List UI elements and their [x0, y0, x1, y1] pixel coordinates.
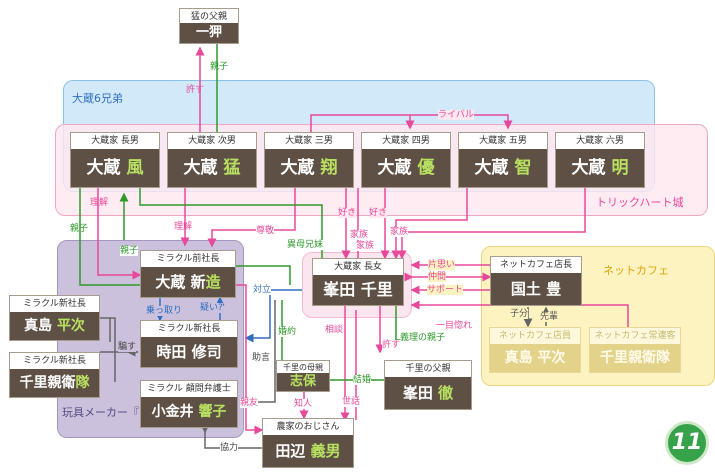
label-shinyu: 親友 — [240, 398, 259, 408]
label-kyoryoku: 協力 — [220, 443, 239, 453]
node-chisato-netcafe[interactable]: ネットカフェ常連客 千里親衛隊 — [589, 327, 681, 373]
label-chijin: 知人 — [294, 399, 313, 409]
label-kazoku1: 家族 — [350, 230, 369, 240]
label-kazoku2: 家族 — [356, 241, 375, 251]
label-sonkei: 尊敬 — [256, 226, 275, 236]
node-ipyo[interactable]: 猛の父親 一狎 — [179, 8, 239, 44]
edge-kazoku2 — [391, 188, 468, 260]
label-rikai1: 理解 — [90, 198, 109, 208]
label-ibo: 異母兄妹 — [287, 240, 324, 250]
label-kazoku3: 家族 — [390, 227, 409, 237]
label-hitome: 一目惚れ — [436, 321, 473, 331]
edge-kazoku3 — [397, 188, 586, 260]
edge-sonkei — [207, 188, 296, 248]
node-yutaka[interactable]: ネットカフェ店長 国土 豊 — [490, 256, 582, 306]
page-badge: 11 — [665, 421, 709, 465]
node-shinzo[interactable]: ミラクル前社長 大蔵 新造 — [140, 250, 236, 298]
label-kataomoi: 片思い — [428, 260, 456, 270]
label-sewa: 世話 — [342, 397, 361, 407]
label-jogen: 助言 — [252, 353, 271, 363]
label-senpai: 先輩 — [540, 312, 559, 322]
label-oyako1: 親子 — [210, 62, 229, 72]
node-chisato[interactable]: 大蔵家 長女 峯田 千里 — [312, 258, 404, 306]
node-fu[interactable]: 大蔵家 長男 大蔵 風 — [70, 132, 160, 188]
node-akira[interactable]: 大蔵家 六男 大蔵 明 — [555, 132, 645, 188]
edge-oyako2 — [79, 188, 140, 286]
node-tokita[interactable]: ミラクル新社長 時田 修司 — [140, 320, 238, 368]
node-satoshi[interactable]: 大蔵家 五男 大蔵 智 — [458, 132, 548, 188]
edge-shinyu — [236, 284, 264, 435]
edge-rikai1 — [97, 188, 142, 280]
label-support: サポート — [427, 285, 464, 295]
edge-hitome — [410, 300, 629, 327]
label-rival: ライバル — [438, 110, 474, 120]
node-shiho[interactable]: 千里の母親 志保 — [276, 360, 330, 392]
brothers-label: 大蔵6兄弟 — [72, 92, 123, 105]
label-noritori: 乗っ取り — [146, 306, 183, 316]
label-yurusu: 許す — [186, 85, 205, 95]
node-tanabe[interactable]: 農家のおじさん 田辺 義男 — [262, 418, 354, 468]
label-tairitsu: 対立 — [253, 285, 272, 295]
label-suki2: 好き — [369, 208, 388, 218]
label-utagai: 疑い? — [200, 303, 223, 313]
label-giri: 義理の親子 — [400, 333, 446, 343]
label-rikai2: 理解 — [174, 222, 193, 232]
node-heiji-netcafe[interactable]: ネットカフェ店員 真島 平次 — [489, 327, 581, 373]
label-kekkon: 結婚 — [353, 375, 372, 385]
node-chichi[interactable]: 千里の父親 峯田 徹 — [384, 360, 472, 410]
label-oyako2: 親子 — [70, 224, 89, 234]
edge-kyoryoku — [200, 424, 262, 449]
label-kobun: 子分 — [510, 309, 529, 319]
node-sho[interactable]: 大蔵家 三男 大蔵 翔 — [264, 132, 354, 188]
node-yu[interactable]: 大蔵家 四男 大蔵 優 — [361, 132, 451, 188]
edge-tairitsu — [244, 289, 302, 343]
label-yurusu2: 許す — [382, 340, 401, 350]
node-kyoko[interactable]: ミラクル 顧問弁護士 小金井 響子 — [140, 380, 238, 428]
node-takeshi[interactable]: 大蔵家 次男 大蔵 猛 — [167, 132, 257, 188]
node-heiji[interactable]: ミラクル新社長 真島 平次 — [9, 295, 100, 341]
node-chisato-shinwa[interactable]: ミラクル新社長 千里親衛隊 — [9, 352, 100, 398]
label-oyako3: 親子 — [120, 246, 139, 256]
edge-fu-chisato — [139, 188, 323, 258]
label-nakama: 仲間 — [428, 272, 447, 282]
edge-ibo — [236, 265, 291, 285]
label-damasu: 騙す — [118, 342, 137, 352]
edge-jogen — [246, 300, 276, 407]
trick-heart-label: トリックハート城 — [596, 196, 684, 209]
netcafe-label: ネットカフェ — [603, 264, 669, 277]
label-soudan: 相談 — [325, 325, 344, 335]
label-kon: 婚約 — [278, 327, 297, 337]
label-suki1: 好き — [338, 208, 357, 218]
